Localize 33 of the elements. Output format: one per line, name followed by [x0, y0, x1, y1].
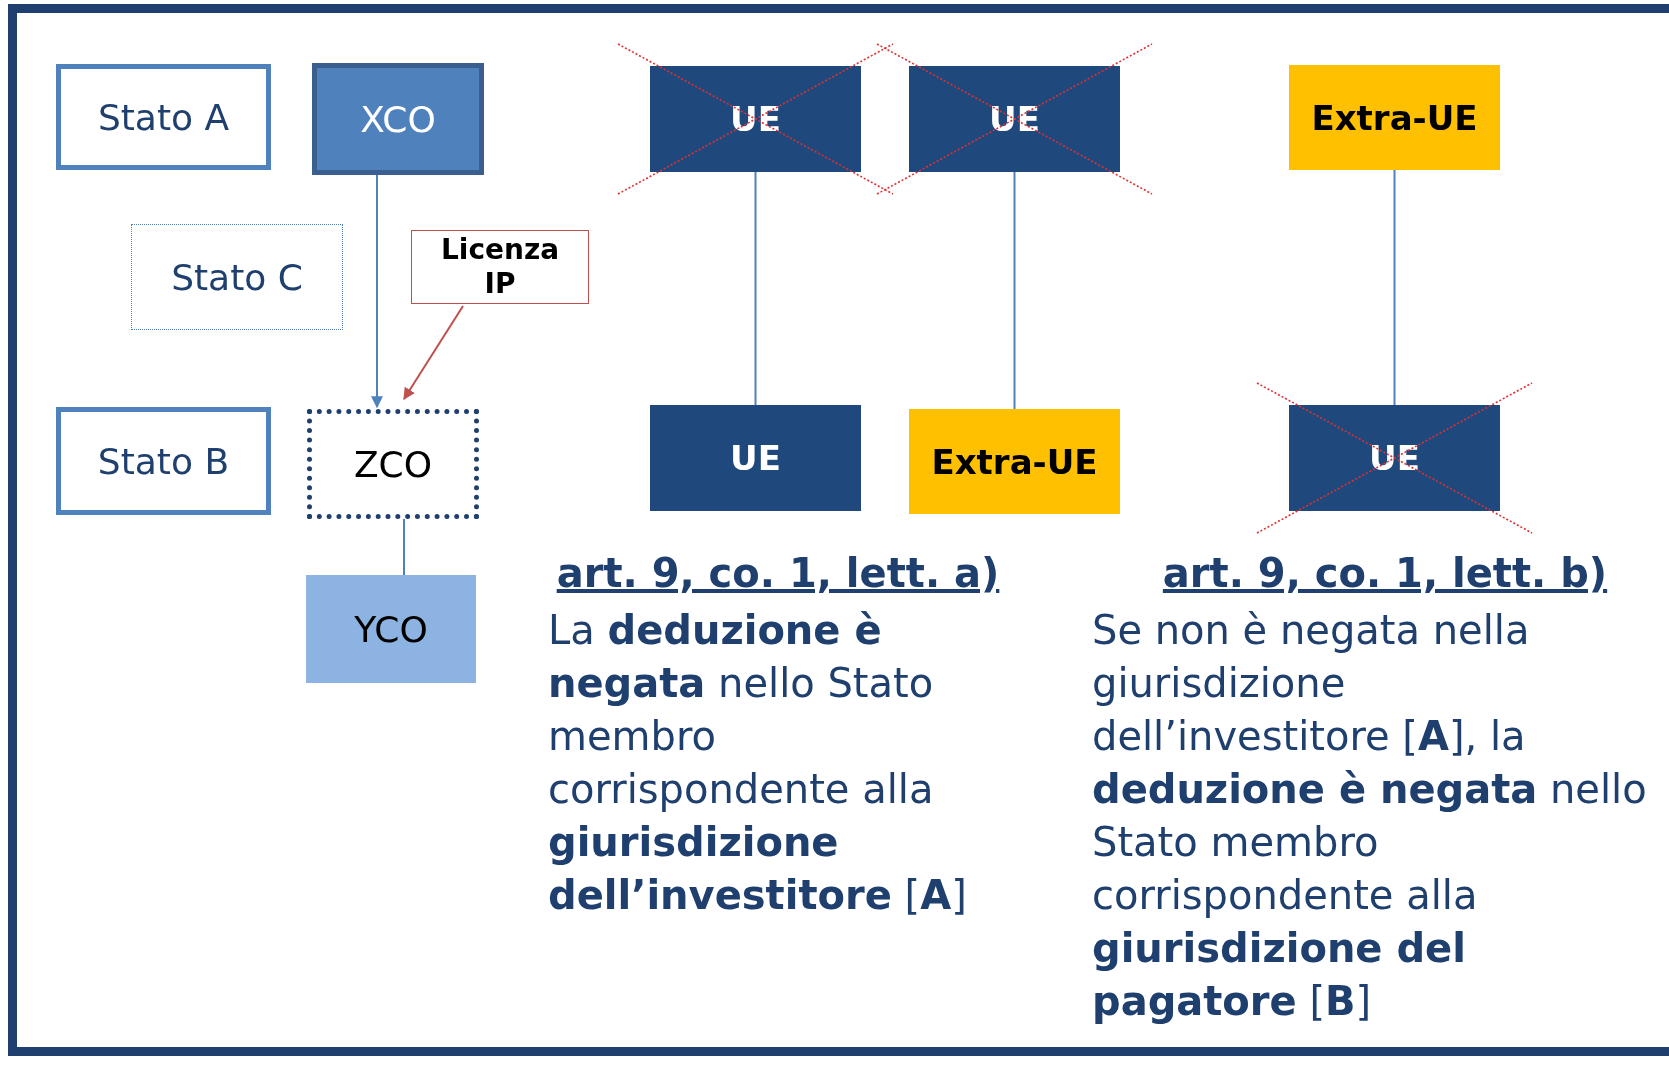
- connector-line: [754, 171, 757, 406]
- node-text: Stato A: [97, 96, 230, 138]
- company-box: [306, 575, 476, 683]
- jurisdiction-box: [650, 66, 861, 172]
- article-heading: art. 9, co. 1, lett. a): [555, 550, 1001, 596]
- connector-line: [1393, 169, 1396, 406]
- arrow: [403, 305, 464, 400]
- company-box: [307, 409, 479, 519]
- node-text: XCO: [360, 98, 436, 140]
- license-box: [411, 230, 589, 304]
- article-heading: art. 9, co. 1, lett. b): [1161, 550, 1609, 596]
- node-text: ZCO: [353, 443, 433, 485]
- jurisdiction-box: [1289, 405, 1500, 511]
- jurisdiction-box: [650, 405, 861, 511]
- jurisdiction-box: [909, 66, 1120, 172]
- state-box: [56, 64, 271, 170]
- node-text: Extra-UE: [931, 441, 1098, 482]
- jurisdiction-box: [1289, 65, 1500, 170]
- node-text: Stato B: [97, 440, 230, 482]
- jurisdiction-box: [909, 409, 1120, 514]
- connector-line: [403, 518, 405, 576]
- description-paragraph: Se non è negata nella giurisdizione dell’investitore [A], la deduzione è negata nello Stato membro corrispondente alla giurisdizione del pagatore [B]: [1092, 606, 1648, 1026]
- connector-line: [1013, 171, 1016, 410]
- node-text: Extra-UE: [1311, 97, 1478, 138]
- arrow: [371, 174, 383, 409]
- description-paragraph: La deduzione è negata nello Stato membro corrispondente alla giurisdizione dell’investitore [A]: [548, 606, 968, 920]
- company-box: [312, 63, 484, 175]
- node-text: UE: [730, 438, 781, 478]
- node-text: Licenza IP: [441, 233, 559, 301]
- state-box: [131, 224, 343, 330]
- state-box: [56, 407, 271, 515]
- node-text: YCO: [354, 608, 428, 650]
- node-text: Stato C: [171, 256, 303, 298]
